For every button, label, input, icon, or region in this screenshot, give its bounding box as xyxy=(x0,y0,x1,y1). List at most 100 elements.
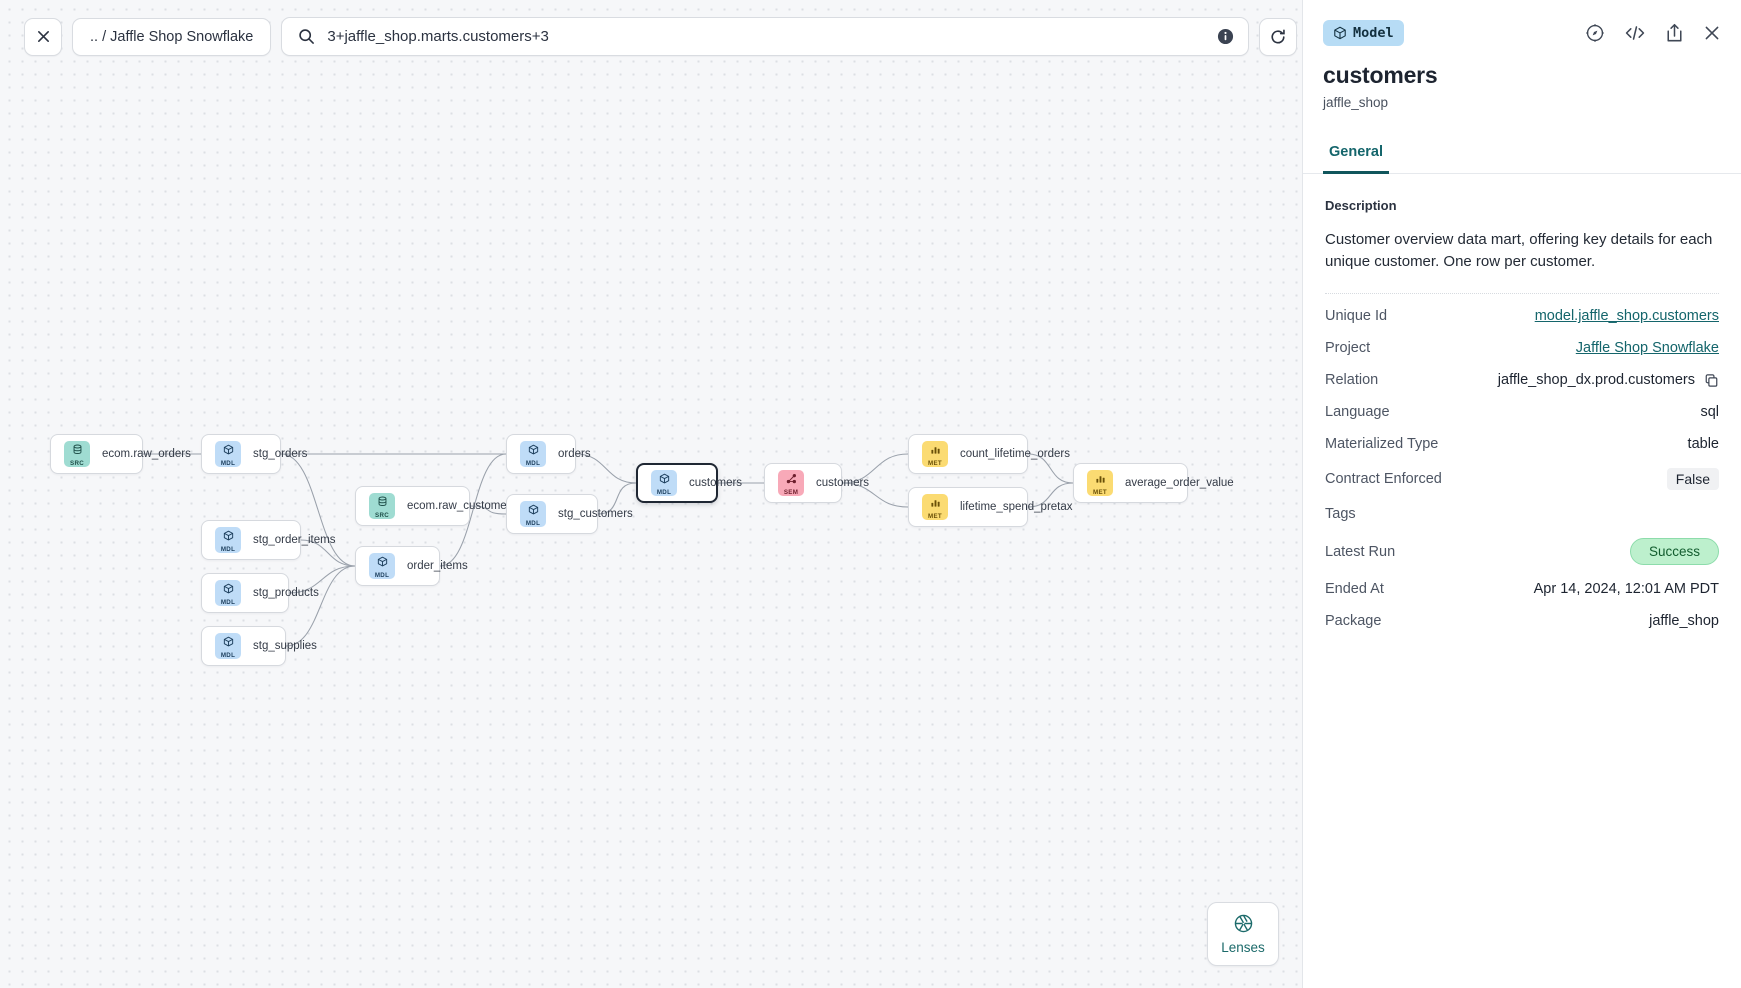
sem-type-icon: SEM xyxy=(778,470,804,496)
met-type-icon: MET xyxy=(1087,470,1113,496)
mdl-type-icon: MDL xyxy=(651,470,677,496)
detail-value: Success xyxy=(1629,538,1719,566)
detail-value: False xyxy=(1666,468,1719,491)
panel-header: Model xyxy=(1303,0,1741,52)
description-text: Customer overview data mart, offering ke… xyxy=(1325,231,1713,271)
panel-tabs: General xyxy=(1303,136,1741,174)
search-input[interactable] xyxy=(327,28,1218,45)
src-type-icon: SRC xyxy=(64,441,90,467)
met-type-icon: MET xyxy=(922,494,948,520)
mdl-type-icon: MDL xyxy=(520,441,546,467)
graph-node-stg-orders[interactable]: MDL stg_orders xyxy=(201,434,307,474)
detail-key: Tags xyxy=(1325,506,1356,523)
mdl-type-icon: MDL xyxy=(520,501,546,527)
status-badge: False xyxy=(1666,468,1719,491)
entity-header: customers jaffle_shop xyxy=(1303,52,1741,110)
refresh-icon xyxy=(1271,29,1286,43)
breadcrumb[interactable]: .. / Jaffle Shop Snowflake xyxy=(72,17,272,56)
detail-row: Language sql xyxy=(1325,396,1719,428)
mdl-type-icon: MDL xyxy=(215,580,241,606)
node-label: order_items xyxy=(407,560,468,572)
status-badge: Success xyxy=(1629,538,1719,566)
lineage-edge xyxy=(288,565,356,594)
entity-subtitle: jaffle_shop xyxy=(1323,95,1389,110)
share-icon[interactable] xyxy=(1665,23,1684,43)
graph-node-orders[interactable]: MDL orders xyxy=(506,434,591,474)
code-icon[interactable] xyxy=(1624,23,1646,43)
graph-node-customers-sem[interactable]: SEM customers xyxy=(764,463,869,503)
detail-value[interactable]: model.jaffle_shop.customers xyxy=(1534,308,1719,325)
mdl-type-icon: MDL xyxy=(369,553,395,579)
node-label: orders xyxy=(558,448,591,460)
graph-node-customers-model[interactable]: MDL customers xyxy=(636,463,742,503)
copy-icon[interactable] xyxy=(1704,373,1719,388)
search-bar[interactable] xyxy=(281,17,1250,56)
detail-link[interactable]: jaffle_shop_dx.prod.customers xyxy=(1497,372,1695,389)
detail-key: Materialized Type xyxy=(1325,436,1439,453)
tab-general[interactable]: General xyxy=(1323,136,1389,174)
panel-actions xyxy=(1585,23,1721,43)
graph-node-order-items[interactable]: MDL order_items xyxy=(355,546,468,586)
close-icon xyxy=(37,31,49,42)
node-label: stg_orders xyxy=(253,448,308,460)
lenses-label: Lenses xyxy=(1221,940,1265,955)
close-panel-icon[interactable] xyxy=(1703,24,1721,42)
graph-node-ecom-raw-customers[interactable]: SRC ecom.raw_customers xyxy=(355,486,516,526)
src-type-icon: SRC xyxy=(369,493,395,519)
detail-key: Relation xyxy=(1325,372,1379,389)
explore-icon[interactable] xyxy=(1585,23,1605,43)
mdl-type-icon: MDL xyxy=(215,441,241,467)
lineage-edge xyxy=(280,453,356,567)
description-label: Description xyxy=(1325,198,1397,213)
lineage-edge xyxy=(1027,453,1074,484)
detail-key: Latest Run xyxy=(1325,543,1396,560)
lineage-edge xyxy=(1027,482,1074,508)
detail-row: Relation jaffle_shop_dx.prod.customers xyxy=(1325,364,1719,396)
close-lineage-button[interactable] xyxy=(24,17,62,56)
divider xyxy=(1325,293,1719,295)
node-label: stg_order_items xyxy=(253,534,336,546)
cube-icon xyxy=(1334,26,1346,40)
lineage-edge xyxy=(841,482,909,508)
node-label: customers xyxy=(816,477,870,489)
node-label: lifetime_spend_pretax xyxy=(960,501,1073,513)
search-icon xyxy=(299,29,315,44)
detail-value: jaffle_shop xyxy=(1649,613,1719,630)
aperture-icon xyxy=(1234,914,1252,933)
detail-value[interactable]: jaffle_shop_dx.prod.customers xyxy=(1498,372,1719,388)
refresh-button[interactable] xyxy=(1259,17,1298,56)
detail-row: Latest Run Success xyxy=(1325,530,1719,573)
entity-type-label: Model xyxy=(1353,25,1394,41)
page-title: customers xyxy=(1323,62,1438,88)
node-label: customers xyxy=(689,477,743,489)
detail-value[interactable]: Jaffle Shop Snowflake xyxy=(1575,340,1719,357)
detail-value: sql xyxy=(1700,404,1719,421)
lenses-button[interactable]: Lenses xyxy=(1207,902,1279,966)
lineage-edge xyxy=(439,453,507,567)
panel-body: Description Customer overview data mart,… xyxy=(1303,174,1741,988)
details-panel: Model xyxy=(1302,0,1741,988)
graph-node-lifetime-spend-pretax[interactable]: MET lifetime_spend_pretax xyxy=(908,487,1073,527)
lineage-edge xyxy=(597,482,637,515)
node-label: ecom.raw_customers xyxy=(407,500,517,512)
lineage-edges xyxy=(142,453,1074,647)
lineage-edge xyxy=(575,453,637,484)
entity-type-chip: Model xyxy=(1323,20,1404,46)
detail-key: Language xyxy=(1325,404,1390,421)
detail-key: Unique Id xyxy=(1325,308,1388,325)
detail-value: Apr 14, 2024, 12:01 AM PDT xyxy=(1533,581,1719,598)
node-label: count_lifetime_orders xyxy=(960,448,1070,460)
info-icon[interactable] xyxy=(1217,28,1234,45)
